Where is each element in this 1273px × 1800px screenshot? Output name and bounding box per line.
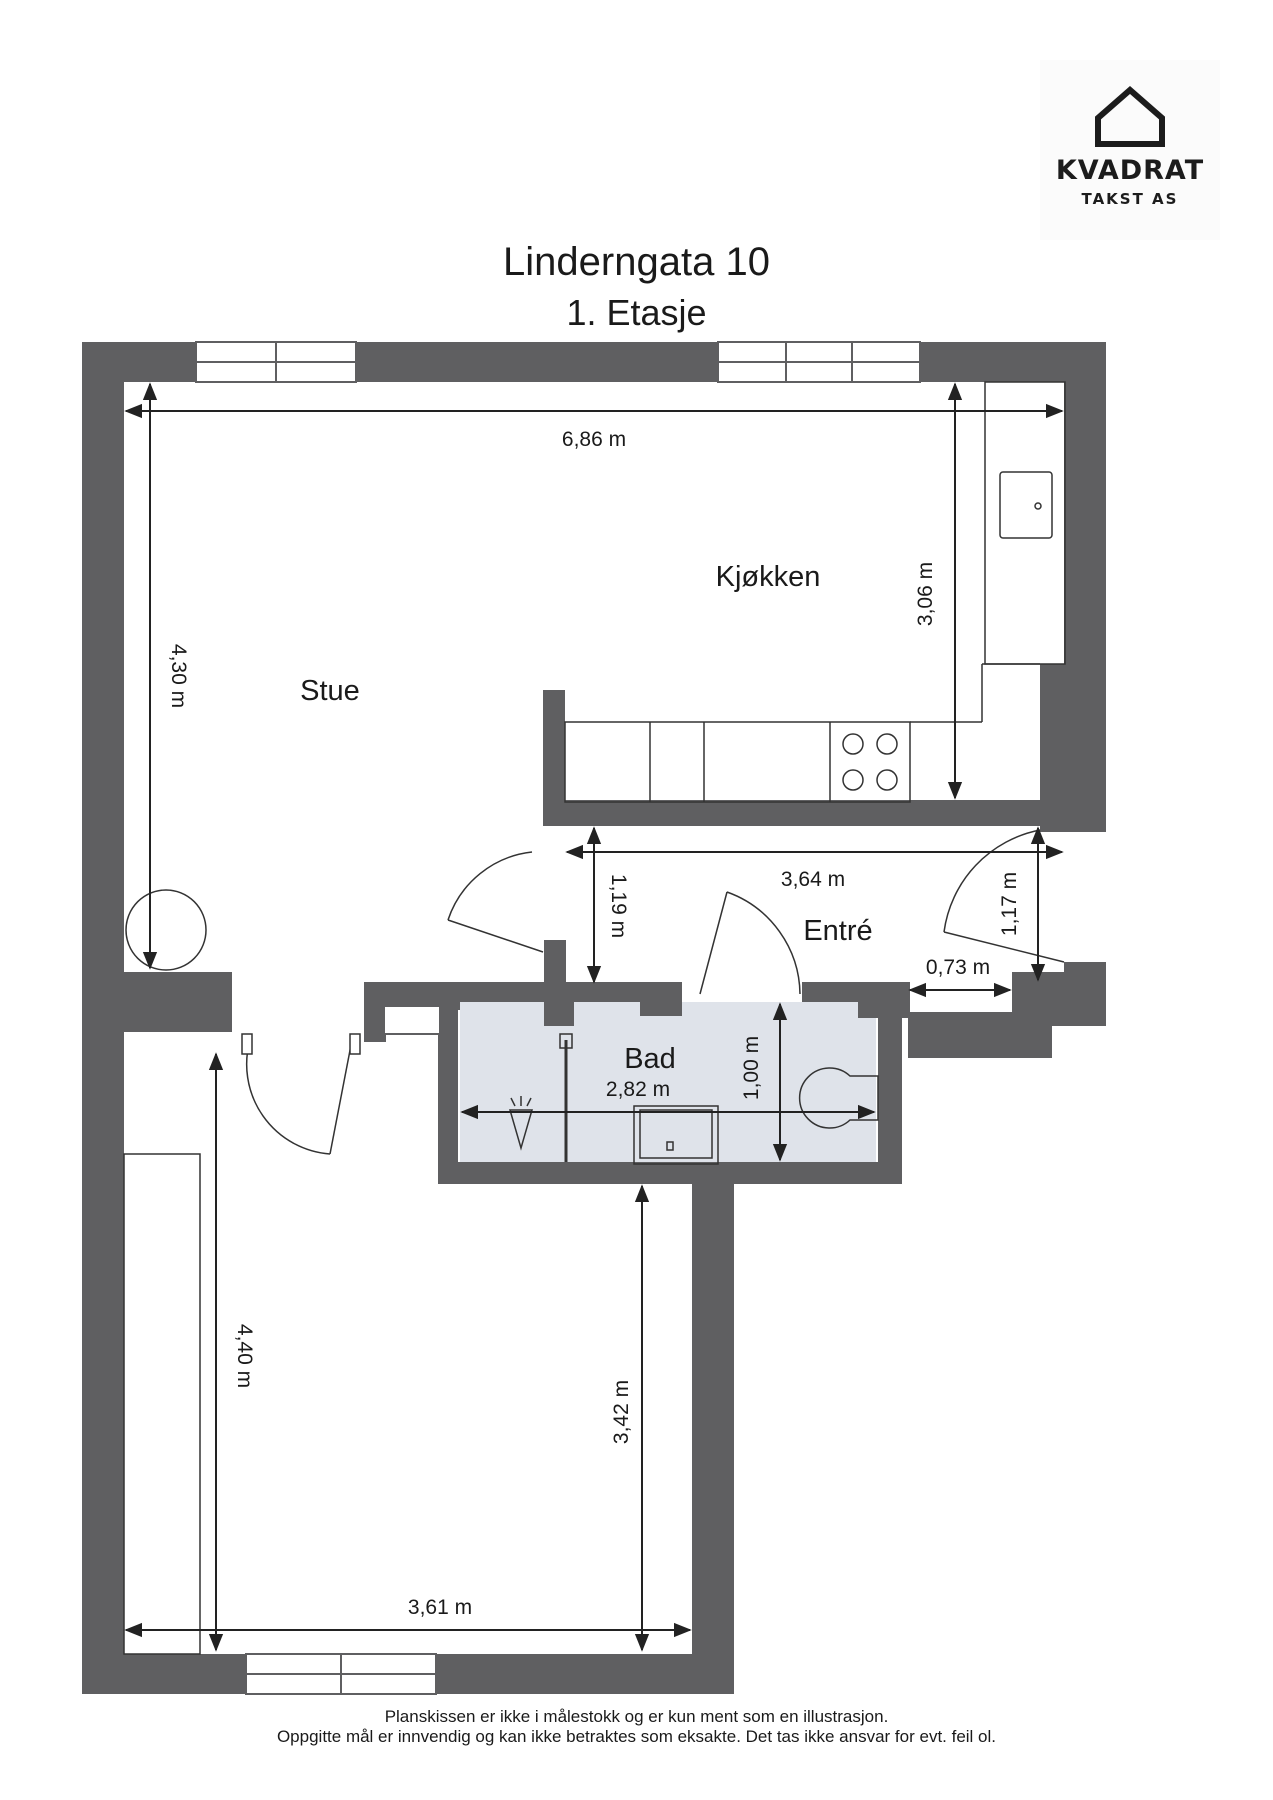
room-label-stue: Stue: [300, 675, 360, 707]
company-logo: KVADRAT TAKST AS: [1040, 60, 1220, 240]
bathroom-floor: [460, 1002, 876, 1164]
dimension-lines: [124, 382, 1064, 1652]
room-label-kjokken: Kjøkken: [716, 561, 821, 593]
disclaimer: Planskissen er ikke i målestokk og er ku…: [0, 1707, 1273, 1747]
walls: [82, 342, 1106, 1694]
dim-entre-height-left: 1,19 m: [607, 874, 630, 938]
logo-subtitle: TAKST AS: [1081, 190, 1179, 208]
kitchen-counters: [564, 381, 1066, 803]
room-label-entre: Entré: [803, 915, 872, 947]
dim-bedroom-width: 3,61 m: [408, 1596, 472, 1619]
dim-bad-width: 2,82 m: [606, 1078, 670, 1101]
plan-subtitle: 1. Etasje: [566, 292, 707, 333]
dim-entre-niche-width: 0,73 m: [926, 956, 990, 979]
round-column: [125, 889, 207, 971]
room-label-bad: Bad: [624, 1043, 676, 1075]
disclaimer-line: Planskissen er ikke i målestokk og er ku…: [384, 1707, 889, 1726]
dim-entre-width: 3,64 m: [781, 868, 845, 891]
dim-kjokken-height: 3,06 m: [914, 562, 937, 626]
dim-bedroom-height: 4,40 m: [233, 1324, 256, 1388]
plan-title: Linderngata 10: [503, 240, 770, 284]
logo-name: KVADRAT: [1055, 155, 1205, 186]
windows: [195, 341, 921, 1695]
dim-bedroom-height-right: 3,42 m: [610, 1380, 633, 1444]
dim-top-width: 6,86 m: [562, 428, 626, 451]
dim-bad-height: 1,00 m: [740, 1036, 763, 1100]
disclaimer-line: Oppgitte mål er innvendig og kan ikke be…: [276, 1727, 997, 1746]
dim-entre-height-right: 1,17 m: [998, 872, 1021, 936]
house-outline-icon: [1095, 86, 1165, 147]
dim-stue-height: 4,30 m: [167, 644, 190, 708]
wardrobe: [123, 1153, 201, 1655]
